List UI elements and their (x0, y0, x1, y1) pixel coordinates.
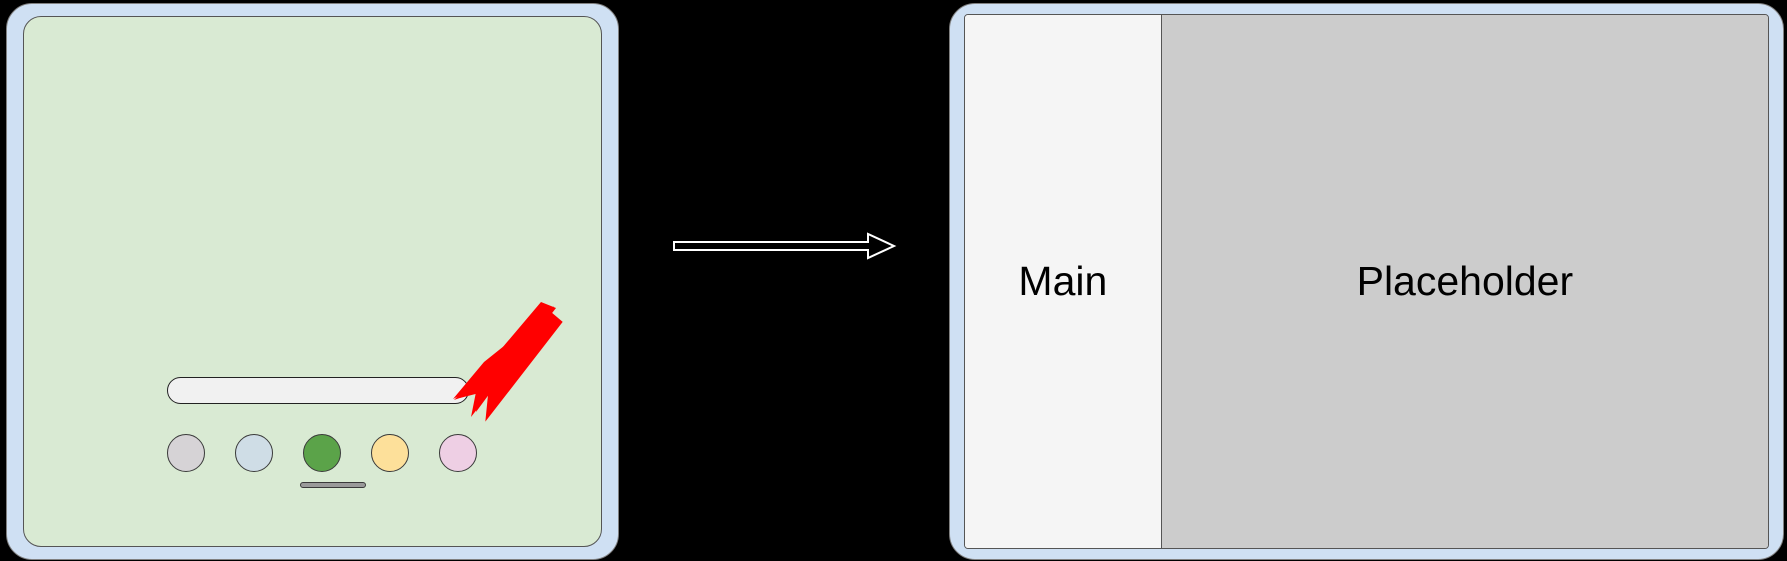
tablet-device-after: Main Placeholder (949, 3, 1784, 560)
dock-app-2-icon[interactable] (235, 434, 273, 472)
dock-row (167, 431, 477, 475)
pane-main-label: Main (1018, 258, 1108, 304)
transition-arrow-icon (673, 232, 897, 260)
home-indicator[interactable] (300, 482, 366, 488)
tablet-screen-after: Main Placeholder (964, 14, 1769, 549)
dock-app-5-icon[interactable] (439, 434, 477, 472)
search-input[interactable] (167, 377, 469, 404)
tablet-device-before (6, 3, 619, 560)
pane-placeholder-label: Placeholder (1356, 258, 1574, 304)
tablet-screen-before (23, 16, 602, 547)
dock-app-1-icon[interactable] (167, 434, 205, 472)
dock-app-4-icon[interactable] (371, 434, 409, 472)
dock-app-3-icon[interactable] (303, 434, 341, 472)
pane-placeholder[interactable]: Placeholder (1161, 15, 1768, 548)
pane-main[interactable]: Main (965, 15, 1162, 548)
